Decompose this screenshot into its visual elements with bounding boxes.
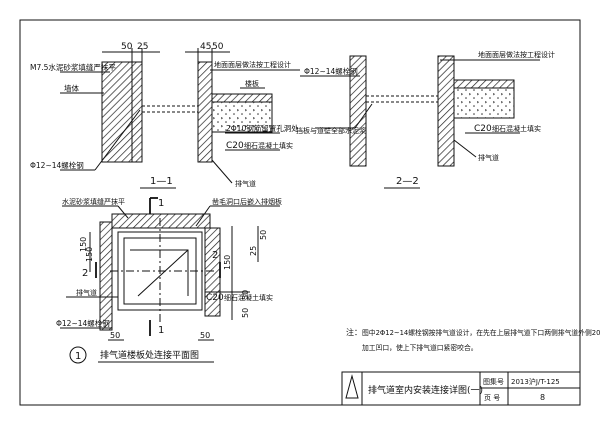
plan-view: 1 1 2 2 150 150 150 25 50 50 50 bbox=[56, 197, 282, 364]
section-1-1: 50 25 45 50 M7.5水泥砂浆填缝严抹平 墙体 Φ12~14螺栓钢 地… bbox=[30, 42, 300, 189]
sheet-border bbox=[19, 19, 581, 406]
note-label: 注： bbox=[346, 327, 362, 337]
flue-wall-left bbox=[131, 61, 143, 163]
section-2-2-title: 2—2 bbox=[396, 176, 419, 187]
floor-finish-2 bbox=[453, 79, 515, 89]
atlas-value: 2013沪J/T-125 bbox=[511, 377, 560, 386]
plan-note-bolt: Φ12~14螺栓钢 bbox=[56, 318, 110, 328]
note-flue-1: 排气道 bbox=[235, 179, 256, 188]
dim-top-b: 25 bbox=[137, 42, 148, 52]
floor-slab bbox=[211, 101, 273, 133]
plan-note-c20-text: 细石混凝土填实 bbox=[224, 293, 273, 302]
dim-bottom-a: 50 bbox=[110, 331, 120, 340]
note-bolt-2: Φ12~14螺栓钢 bbox=[304, 66, 358, 76]
note-c20-2: C20 bbox=[474, 124, 492, 134]
titleblock-title: 排气道室内安装连接详图(一) bbox=[368, 384, 483, 396]
atlas-logo-icon bbox=[345, 374, 359, 399]
note-mortar: M7.5水泥砂浆填缝严抹平 bbox=[30, 62, 116, 72]
dim-top-a: 50 bbox=[121, 42, 133, 52]
section-1-1-title: 1—1 bbox=[150, 176, 173, 187]
plan-mark-2-right: 2 bbox=[212, 250, 218, 261]
note-joint: 挡板与道壁全部水泥浆 bbox=[296, 126, 366, 135]
note-floor-1: 地面面层做法按工程设计 bbox=[214, 60, 291, 69]
atlas-label: 图集号 bbox=[483, 377, 504, 386]
note-text-2: 加工凹口，使上下排气道口紧密咬合。 bbox=[362, 343, 478, 352]
floor-slab-2 bbox=[453, 87, 515, 119]
wall-left bbox=[101, 61, 133, 163]
title-block: 排气道室内安装连接详图(一) 图集号 2013沪J/T-125 页 号 8 bbox=[341, 371, 581, 406]
note-text-1: 图中2Φ12~14螺栓钢按排气道设计，在先在上层排气道下口两侧排气道外侧20~3… bbox=[362, 328, 600, 337]
plan-mark-2-left: 2 bbox=[82, 268, 88, 279]
note-rebar: 2Φ10钢筋留置孔洞处 bbox=[226, 123, 299, 133]
section-2-2: 地面面层做法按工程设计 Φ12~14螺栓钢 挡板与道壁全部水泥浆 C20 细石混… bbox=[296, 50, 555, 189]
note-wall: 墙体 bbox=[64, 83, 79, 93]
page-label: 页 号 bbox=[484, 394, 500, 402]
note-slab: 楼板 bbox=[245, 79, 259, 88]
dim-right-c: 50 bbox=[259, 230, 268, 240]
dim-right-a: 150 bbox=[223, 255, 232, 270]
dim-left-a: 150 bbox=[79, 237, 88, 252]
section-mark-bottom: 1 bbox=[158, 325, 164, 336]
section-mark-top: 1 bbox=[158, 198, 164, 209]
dim-right-e: 50 bbox=[241, 290, 250, 300]
dim-left-b: 150 bbox=[85, 247, 94, 262]
note-bolt-1: Φ12~14螺栓钢 bbox=[30, 160, 84, 170]
plan-note-top-right: 凿毛洞口后嵌入排烟板 bbox=[212, 197, 282, 206]
plan-note-flue: 排气道 bbox=[76, 288, 97, 297]
dim-bottom-b: 50 bbox=[200, 331, 210, 340]
detail-title: 排气道楼板处连接平面图 bbox=[100, 349, 199, 361]
note-c20-text-1: 细石混凝土填实 bbox=[244, 141, 293, 150]
general-note: 注： 图中2Φ12~14螺栓钢按排气道设计，在先在上层排气道下口两侧排气道外侧2… bbox=[346, 327, 600, 352]
detail-number: 1 bbox=[75, 351, 81, 362]
detail-number-circle bbox=[69, 346, 87, 364]
plan-note-mortar: 水泥砂浆填缝严抹平 bbox=[62, 197, 125, 206]
flue-wall-right-2 bbox=[437, 55, 455, 167]
note-c20-1: C20 bbox=[226, 141, 244, 151]
dim-top-d: 50 bbox=[212, 42, 224, 52]
page-value: 8 bbox=[540, 393, 545, 402]
dim-top-c: 45 bbox=[200, 42, 211, 52]
note-floor-2: 地面面层做法按工程设计 bbox=[478, 50, 555, 59]
flue-wall-right bbox=[197, 61, 213, 163]
dim-right-d: 50 bbox=[241, 308, 250, 318]
dim-right-b: 25 bbox=[249, 246, 258, 256]
floor-finish bbox=[211, 93, 273, 103]
plan-note-c20: C20 bbox=[206, 293, 224, 303]
flue-wall-left-2 bbox=[349, 55, 367, 167]
note-flue-2: 排气道 bbox=[478, 153, 499, 162]
note-c20-text-2: 细石混凝土填实 bbox=[492, 124, 541, 133]
